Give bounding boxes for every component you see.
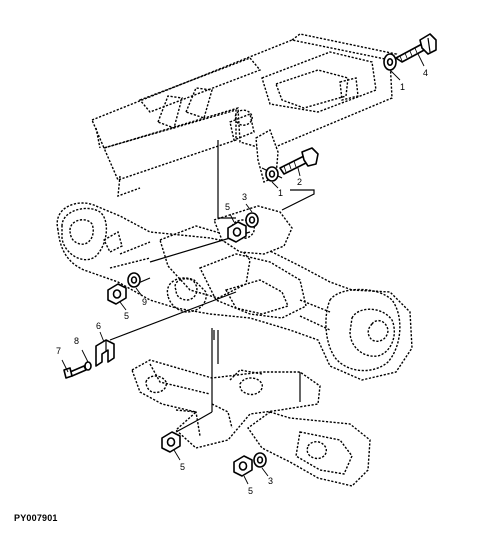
figure-code: PY007901: [14, 513, 58, 523]
washer-top: [383, 53, 397, 71]
callout-5-top: 5: [225, 202, 230, 212]
lower-frame: [131, 359, 371, 487]
callout-7: 7: [56, 346, 61, 356]
callout-5-left: 5: [124, 311, 129, 321]
callout-1-middle: 1: [278, 188, 283, 198]
callout-9: 9: [142, 297, 147, 307]
upper-frame: [91, 33, 398, 198]
nut-lower: [161, 431, 181, 453]
washer-small: [84, 361, 92, 371]
assembly-lines: [109, 140, 315, 433]
callout-5-bottom: 5: [248, 486, 253, 496]
washer-left: [127, 272, 141, 288]
screw-small: [63, 365, 87, 379]
bracket: [95, 339, 115, 367]
callout-leaders: [61, 53, 425, 485]
callout-3-top: 3: [242, 192, 247, 202]
washer-bottom: [253, 452, 267, 468]
callout-8: 8: [74, 336, 79, 346]
callout-4: 4: [423, 68, 428, 78]
nut-bottom: [233, 455, 253, 477]
nut-top-center: [227, 221, 247, 243]
callout-3-bottom: 3: [268, 476, 273, 486]
callout-2: 2: [297, 177, 302, 187]
bolt-top: [395, 33, 437, 63]
washer-middle: [265, 166, 279, 182]
callout-labels: 1 4 1 2 5 3 5 9 6 8 7 5 5 3: [56, 68, 428, 496]
nut-left: [107, 283, 127, 305]
callout-5-lower: 5: [180, 462, 185, 472]
bolt-middle: [279, 147, 319, 175]
callout-6: 6: [96, 321, 101, 331]
washer-top-center: [245, 212, 259, 228]
callout-1-top: 1: [400, 82, 405, 92]
